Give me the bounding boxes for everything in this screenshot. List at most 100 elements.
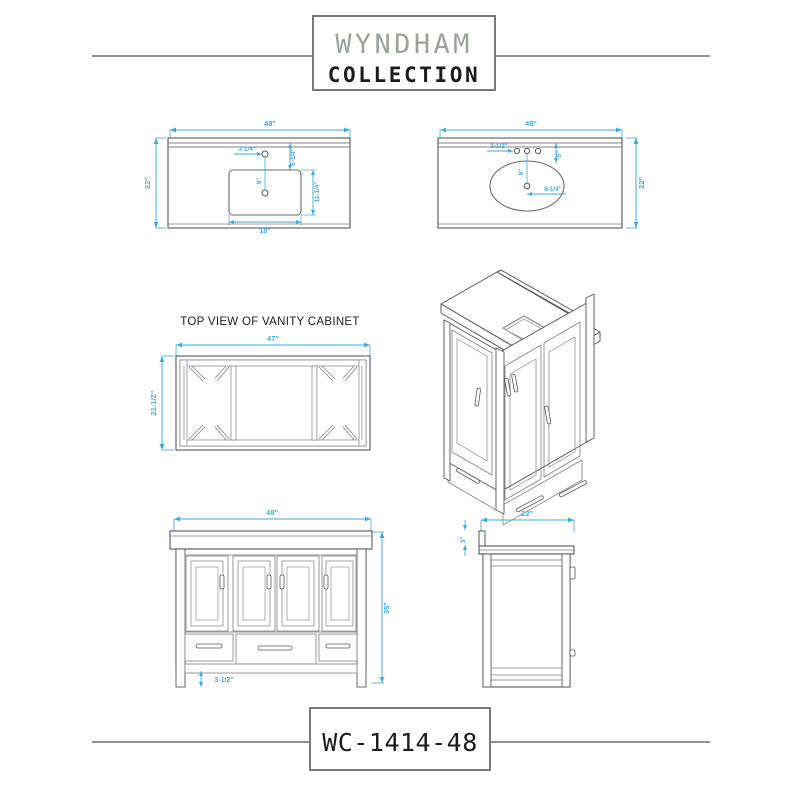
front-drawer-center-pull xyxy=(257,645,293,651)
view-cabinet-top: TOP VIEW OF VANITY CABINET 47" 21-1/2" xyxy=(149,316,371,451)
dim-oval-width: 48" xyxy=(439,119,623,140)
perspective-leg-front-left xyxy=(443,319,451,482)
front-door-2-pull xyxy=(266,574,272,590)
cabinet-top-front-rail xyxy=(179,439,367,447)
dim-cabinet-top-width: 47" xyxy=(175,334,371,356)
front-door-2 xyxy=(232,555,276,632)
side-leg-front xyxy=(482,553,492,688)
dim-basin-width: 18" xyxy=(228,215,302,235)
view-perspective xyxy=(440,269,601,526)
dim-holes-offset-left: 2-1/2" xyxy=(487,143,513,153)
dim-label-oval-width: 48" xyxy=(525,119,537,128)
cabinet-top-rear-rail xyxy=(179,359,367,367)
perspective-door-center-b-pull xyxy=(511,373,519,393)
front-door-1-pull xyxy=(219,574,225,590)
view-side-elevation: 22" 3" xyxy=(460,509,576,688)
dim-label-front-height: 35" xyxy=(382,602,391,614)
faucet-hole-right xyxy=(534,147,542,155)
perspective-leg-right xyxy=(585,293,595,443)
dim-label-cabinet-top-depth: 21-1/2" xyxy=(149,390,158,415)
side-leg-back xyxy=(561,553,571,688)
front-door-3-pull xyxy=(279,574,285,590)
perspective-door-left-outer xyxy=(451,329,493,476)
dim-label-oval-drain-offset: 8" xyxy=(518,169,525,175)
dim-label-faucet-offset-left: 3-1/4" xyxy=(238,146,256,153)
perspective-door-center-b xyxy=(543,321,581,478)
cabinet-top-left-side xyxy=(179,359,188,447)
brand-name-primary: WYNDHAM xyxy=(335,29,473,60)
perspective-door-center-a-pull xyxy=(504,377,512,397)
cabinet-top-right-side xyxy=(358,359,367,447)
perspective-door-right-pull xyxy=(544,405,552,425)
footer: WC-1414-48 xyxy=(92,707,710,771)
dim-side-backsplash: 3" xyxy=(460,520,467,556)
dim-basin-depth: 11-1/4" xyxy=(301,169,321,216)
front-door-3 xyxy=(276,555,320,632)
view-front-elevation: 48" 35" xyxy=(169,508,391,688)
perspective-drawer-left-pull xyxy=(456,467,481,484)
dim-rect-depth: 22" xyxy=(143,137,166,229)
faucet-hole xyxy=(261,150,269,158)
dim-front-height: 35" xyxy=(371,531,391,684)
side-door-pull xyxy=(569,566,576,580)
front-door-1 xyxy=(185,555,229,632)
dim-label-cabinet-top-width: 47" xyxy=(267,334,279,343)
faucet-hole-left xyxy=(513,147,521,155)
dim-label-faucet-offset-top: 6-1/4" xyxy=(290,148,297,166)
dim-label-basin-width: 18" xyxy=(259,228,270,235)
perspective-leg-front-center xyxy=(495,347,505,515)
view-countertop-oval-sink: 48" 22" 2-1/2" xyxy=(437,119,646,229)
dim-side-depth: 22" xyxy=(480,509,575,532)
perspective-door-center-a xyxy=(504,344,542,501)
drain-hole xyxy=(261,189,269,197)
view-countertop-rect-sink: 48" 22" 3-1/4" xyxy=(143,119,351,235)
front-door-4 xyxy=(321,555,357,632)
model-number-box xyxy=(309,707,491,771)
cabinet-top-corner-braces xyxy=(188,365,358,441)
section-title-top-view: TOP VIEW OF VANITY CABINET xyxy=(180,316,359,328)
faucet-hole-center xyxy=(523,147,531,155)
perspective-drawer-right-pull xyxy=(515,495,544,513)
dim-faucet-offset-left: 3-1/4" xyxy=(234,146,262,156)
cabinet-top-outer-frame xyxy=(175,355,371,451)
front-drawer-left-pull xyxy=(195,643,223,649)
dim-oval-depth: 22" xyxy=(626,137,646,229)
side-cabinet-body xyxy=(482,553,571,688)
perspective-door-center-a-panel xyxy=(509,358,537,491)
front-drawer-row xyxy=(184,633,358,665)
dim-label-side-backsplash: 3" xyxy=(460,537,467,544)
perspective-drawer-right xyxy=(502,459,583,526)
drain-hole-oval xyxy=(523,182,531,190)
front-door-4-pull xyxy=(323,574,329,590)
side-drawer-pull xyxy=(569,649,576,657)
cabinet-top-divider-right xyxy=(311,365,318,441)
header: WYNDHAM COLLECTION xyxy=(92,15,710,91)
dim-front-width: 48" xyxy=(173,508,372,532)
dim-label-side-depth: 22" xyxy=(521,509,533,518)
front-leg-right xyxy=(356,548,367,688)
perspective-door-left-panel xyxy=(456,338,488,462)
dim-label-holes-offset-top: 5" xyxy=(556,151,563,157)
perspective-drawer-right-pull-2 xyxy=(558,480,587,498)
dim-label-oval-span: 8-1/4" xyxy=(544,186,562,193)
front-drawer-right-pull xyxy=(325,643,351,649)
dim-label-basin-depth: 11-1/4" xyxy=(314,182,321,203)
dim-oval-radius-span: 8-1/4" xyxy=(527,186,566,196)
dim-label-oval-depth: 22" xyxy=(637,177,646,189)
dim-rect-width: 48" xyxy=(169,119,351,140)
dim-label-rect-depth: 22" xyxy=(143,177,152,189)
dim-holes-offset-top: 5" xyxy=(554,143,563,163)
perspective-door-left-pull xyxy=(474,387,481,407)
dim-label-front-width: 48" xyxy=(266,508,278,517)
perspective-door-center-b-panel xyxy=(548,336,576,468)
model-number-label: WC-1414-48 xyxy=(322,728,478,757)
front-bottom-rail xyxy=(184,663,358,674)
dim-label-drain-offset: 9" xyxy=(256,178,263,185)
dim-toe-kick: 3-1/2" xyxy=(199,671,234,687)
dim-label-toe-kick: 3-1/2" xyxy=(214,677,233,684)
brand-name-secondary: COLLECTION xyxy=(328,63,480,87)
front-countertop xyxy=(169,530,373,550)
dim-label-rect-width: 48" xyxy=(264,119,276,128)
